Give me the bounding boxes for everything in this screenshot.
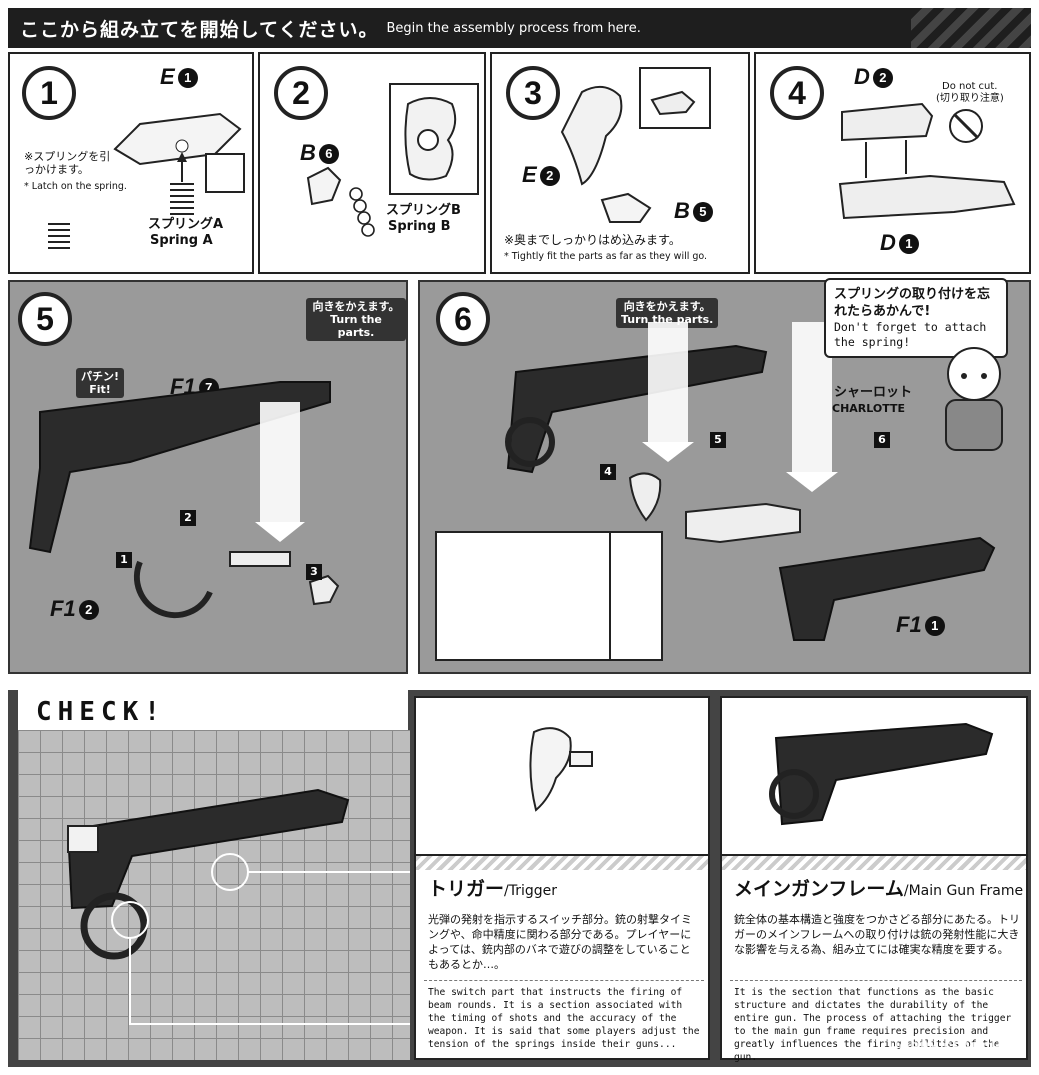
frame-image xyxy=(722,698,1026,856)
step-5-fit-label: パチン!Fit! xyxy=(76,368,125,398)
trigger-desc-jp: 光弾の発射を指示するスイッチ部分。銃の射撃タイミングや、命中精度に関わる部分であ… xyxy=(428,913,692,971)
frame-card: メインガンフレーム/Main Gun Frame 銃全体の基本構造と強度をつかさ… xyxy=(720,696,1028,1063)
character-bubble: スプリングの取り付けを忘れたらあかんで! Don't forget to att… xyxy=(824,278,1008,358)
step-5-arrow-3: 3 xyxy=(306,564,322,580)
trigger-card: トリガー/Trigger 光弾の発射を指示するスイッチ部分。銃の射撃タイミングや… xyxy=(414,696,710,1060)
step-4-number: 4 xyxy=(770,66,824,120)
frame-desc-jp: 銃全体の基本構造と強度をつかさどる部分にあたる。トリガーのメインフレームへの取り… xyxy=(734,913,1020,956)
trigger-band xyxy=(416,856,708,870)
step-1-spring-jp: スプリングA xyxy=(148,217,224,232)
frame-separator xyxy=(730,980,1022,981)
step-3-note-en: * Tightly fit the parts as far as they w… xyxy=(504,251,708,262)
step-6-illustration xyxy=(435,322,996,661)
header-en: Begin the assembly process from here. xyxy=(386,20,641,36)
step-3-note-jp: ※奥までしっかりはめ込みます。 xyxy=(504,233,681,247)
character-bubble-en: Don't forget to attach the spring! xyxy=(834,320,987,349)
step-5-arrow-1: 1 xyxy=(116,552,132,568)
check-section: CHECK! トリガー/Trigger 光弾の発射を指示するスイッチ xyxy=(8,690,1031,1067)
check-title: CHECK! xyxy=(18,690,408,730)
step-4-cut-jp: (切り取り注意) xyxy=(936,93,1004,104)
frame-band xyxy=(722,856,1026,870)
step-6-arrow-5: 5 xyxy=(710,432,726,448)
character-name-jp: シャーロット xyxy=(834,385,913,400)
step-2-spring-en: Spring B xyxy=(388,219,451,234)
step-2-number: 2 xyxy=(274,66,328,120)
step-6-arrow-6: 6 xyxy=(874,432,890,448)
trigger-separator xyxy=(424,980,704,981)
watermark: HOBBY SEARCH xyxy=(888,1041,1002,1056)
step-1-illustration xyxy=(48,112,245,249)
step-6-number: 6 xyxy=(436,292,490,346)
step-4-illustration xyxy=(838,102,1016,220)
step-6-turn-label: 向きをかえます。Turn the parts. xyxy=(616,298,719,328)
header-bar: ここから組み立てを開始してください。 Begin the assembly pr… xyxy=(8,8,1031,48)
step-5-arrow-2: 2 xyxy=(180,510,196,526)
step-1-number: 1 xyxy=(22,66,76,120)
step-3-number: 3 xyxy=(506,66,560,120)
step-2-illustration xyxy=(306,83,479,237)
step-1-note-jp: ※スプリングを引っかけます。 xyxy=(24,150,111,176)
character-bubble-jp: スプリングの取り付けを忘れたらあかんで! xyxy=(834,287,991,319)
check-gun-illustration xyxy=(66,788,410,1025)
trigger-desc-en: The switch part that instructs the firin… xyxy=(428,987,700,1050)
header-jp: ここから組み立てを開始してください。 xyxy=(20,18,379,41)
step-2-spring-jp: スプリングB xyxy=(386,203,461,218)
frame-heading: メインガンフレーム/Main Gun Frame xyxy=(734,878,1024,900)
step-3-illustration xyxy=(560,67,711,223)
step-1-spring-en: Spring A xyxy=(150,233,213,248)
trigger-image xyxy=(416,698,708,856)
check-grid xyxy=(18,730,410,1060)
header-stripes xyxy=(911,8,1031,48)
step-5-turn-label: 向きをかえます。Turn the parts. xyxy=(306,298,406,341)
step-6-arrow-4: 4 xyxy=(600,464,616,480)
character-illustration xyxy=(945,347,1003,451)
trigger-heading: トリガー/Trigger xyxy=(428,878,558,900)
frame-desc-en: It is the section that functions as the … xyxy=(734,987,1012,1063)
step-5-illustration xyxy=(28,381,340,619)
step-1-note-en: * Latch on the spring. xyxy=(24,181,127,192)
step-5-number: 5 xyxy=(18,292,72,346)
step-4-cut-en: Do not cut. xyxy=(942,81,998,92)
character-name-en: CHARLOTTE xyxy=(832,402,906,415)
